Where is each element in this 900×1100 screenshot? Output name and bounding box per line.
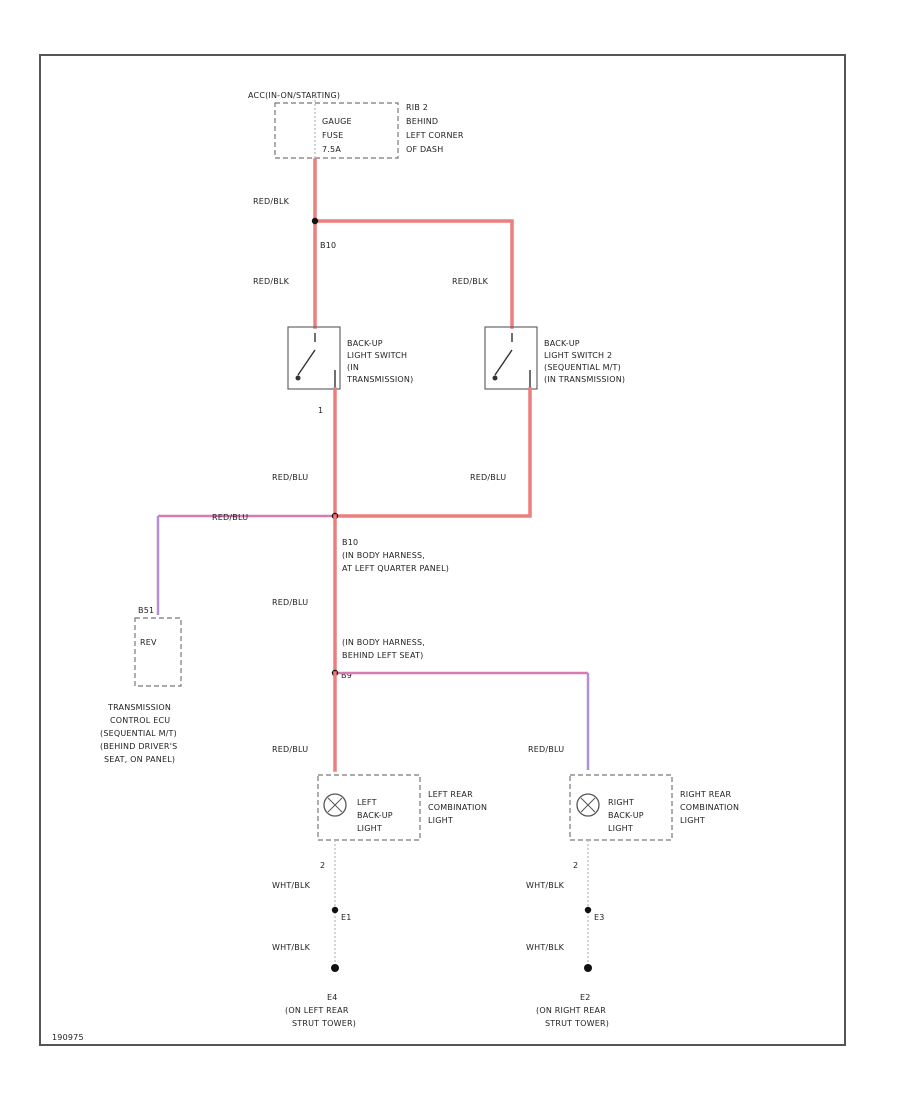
switch-right-line-1: BACK-UP (544, 339, 580, 348)
fuse-location-4: OF DASH (406, 145, 443, 154)
splice-label-e3: E3 (594, 913, 605, 922)
lamp-right-inner-1: RIGHT (608, 798, 634, 807)
ground-right-id: E2 (580, 993, 591, 1002)
lamp-right-outer-3: LIGHT (680, 816, 705, 825)
wire-label-mid-right: RED/BLK (452, 277, 489, 286)
splice-low-line-1: (IN BODY HARNESS, (342, 638, 425, 647)
right-rear-combination-light: RIGHT BACK-UP LIGHT RIGHT REAR COMBINATI… (569, 774, 739, 870)
tcu-line-1: TRANSMISSION (107, 703, 171, 712)
lamp-right-pin: 2 (573, 861, 578, 870)
lamp-left-inner-2: BACK-UP (357, 811, 393, 820)
wire-label-lamp-left: RED/BLU (272, 745, 308, 754)
switch-left-line-4: TRANSMISSION) (346, 375, 413, 384)
lamp-left-outer-1: LEFT REAR (428, 790, 473, 799)
bulb-right-filament-2 (580, 797, 596, 813)
tcu-line-3: (SEQUENTIAL M/T) (100, 729, 177, 738)
wire-b10-to-switch2 (313, 219, 514, 329)
splice-mid-line-2: AT LEFT QUARTER PANEL) (342, 564, 449, 573)
switch-left-pivot (295, 375, 301, 381)
switch-left-line-3: (IN (347, 363, 359, 372)
lamp-right-inner-3: LIGHT (608, 824, 633, 833)
bulb-left-icon (323, 793, 347, 817)
fuse-line-3: 7.5A (322, 145, 341, 154)
ground-left-id: E4 (327, 993, 338, 1002)
lamp-left-outer-3: LIGHT (428, 816, 453, 825)
tcu-label: REV (140, 638, 157, 647)
bulb-left-filament-2 (327, 797, 343, 813)
fuse-location-3: LEFT CORNER (406, 131, 464, 140)
switch-left-box (287, 326, 341, 390)
switch-right-line-4: (IN TRANSMISSION) (544, 375, 625, 384)
wire-switch2-to-splice (333, 387, 532, 518)
fuse-location-2: BEHIND (406, 117, 438, 126)
wire-label-gnd-left-2: WHT/BLK (272, 943, 311, 952)
fuse-line-1: GAUGE (322, 117, 352, 126)
lamp-left-outer-2: COMBINATION (428, 803, 487, 812)
splice-label-top: B10 (320, 241, 336, 250)
fuse-header: ACC(IN-ON/STARTING) (248, 91, 340, 100)
ground-right-line-1: (ON RIGHT REAR (536, 1006, 606, 1015)
wire-label-mid: RED/BLU (272, 598, 308, 607)
switch-left-blade (297, 349, 316, 376)
wire-label-low-left: RED/BLU (272, 473, 308, 482)
ground-left-line-2: STRUT TOWER) (292, 1019, 356, 1028)
bulb-right-icon (576, 793, 600, 817)
ground-left-line-1: (ON LEFT REAR (285, 1006, 349, 1015)
splice-low-line-2: BEHIND LEFT SEAT) (342, 651, 423, 660)
fuse-line-2: FUSE (322, 131, 343, 140)
tcu-line-5: SEAT, ON PANEL) (104, 755, 175, 764)
splice-e3 (584, 906, 592, 914)
ground-right-icon (584, 964, 592, 972)
left-rear-combination-light: LEFT BACK-UP LIGHT LEFT REAR COMBINATION… (317, 774, 487, 870)
wire-label-tcu: RED/BLU (212, 513, 248, 522)
diagram-frame (39, 54, 846, 1046)
lamp-right-inner-2: BACK-UP (608, 811, 644, 820)
backup-light-switch: BACK-UP LIGHT SWITCH (IN TRANSMISSION) 1 (287, 326, 413, 415)
switch-left-pin: 1 (318, 406, 323, 415)
lamp-right-box (569, 774, 673, 841)
switch-left-line-2: LIGHT SWITCH (347, 351, 407, 360)
wire-label-low-right: RED/BLU (470, 473, 506, 482)
ground-right-line-2: STRUT TOWER) (545, 1019, 609, 1028)
switch-right-line-2: LIGHT SWITCH 2 (544, 351, 612, 360)
splice-label-low: B9 (341, 671, 352, 680)
tcu-pin: B51 (138, 606, 154, 615)
wire-label-lamp-right: RED/BLU (528, 745, 564, 754)
lamp-left-inner-3: LIGHT (357, 824, 382, 833)
wire-label-gnd-right-2: WHT/BLK (526, 943, 565, 952)
splice-mid-line-1: (IN BODY HARNESS, (342, 551, 425, 560)
wire-label-mid-left: RED/BLK (253, 277, 290, 286)
lamp-right-outer-2: COMBINATION (680, 803, 739, 812)
tcu-line-2: CONTROL ECU (110, 716, 170, 725)
switch-right-pivot (492, 375, 498, 381)
fuse-block: ACC(IN-ON/STARTING) GAUGE FUSE 7.5A RIB … (248, 91, 464, 160)
switch-right-box (484, 326, 538, 390)
wire-label-gnd-left-1: WHT/BLK (272, 881, 311, 890)
wire-label-gnd-right-1: WHT/BLK (526, 881, 565, 890)
splice-label-e1: E1 (341, 913, 352, 922)
ground-left: E4 (ON LEFT REAR STRUT TOWER) (285, 964, 356, 1028)
splice-label-mid: B10 (342, 538, 358, 547)
wire-label-top: RED/BLK (253, 197, 290, 206)
lamp-left-inner-1: LEFT (357, 798, 377, 807)
splice-b10-top (311, 217, 319, 225)
lamp-left-box (317, 774, 421, 841)
fuse-location-1: RIB 2 (406, 103, 428, 112)
tcu-box (134, 617, 182, 687)
ground-right: E2 (ON RIGHT REAR STRUT TOWER) (536, 964, 609, 1028)
switch-left-line-1: BACK-UP (347, 339, 383, 348)
lamp-left-pin: 2 (320, 861, 325, 870)
splice-e1 (331, 906, 339, 914)
ground-left-icon (331, 964, 339, 972)
transmission-control-ecu: B51 REV TRANSMISSION CONTROL ECU (SEQUEN… (100, 606, 182, 764)
switch-right-line-3: (SEQUENTIAL M/T) (544, 363, 621, 372)
footer-code: 190975 (52, 1033, 84, 1042)
lamp-right-outer-1: RIGHT REAR (680, 790, 731, 799)
backup-light-switch-2: BACK-UP LIGHT SWITCH 2 (SEQUENTIAL M/T) … (484, 326, 625, 390)
fuse-box (274, 102, 399, 159)
switch-right-blade (494, 349, 513, 376)
tcu-line-4: (BEHIND DRIVER'S (100, 742, 177, 751)
